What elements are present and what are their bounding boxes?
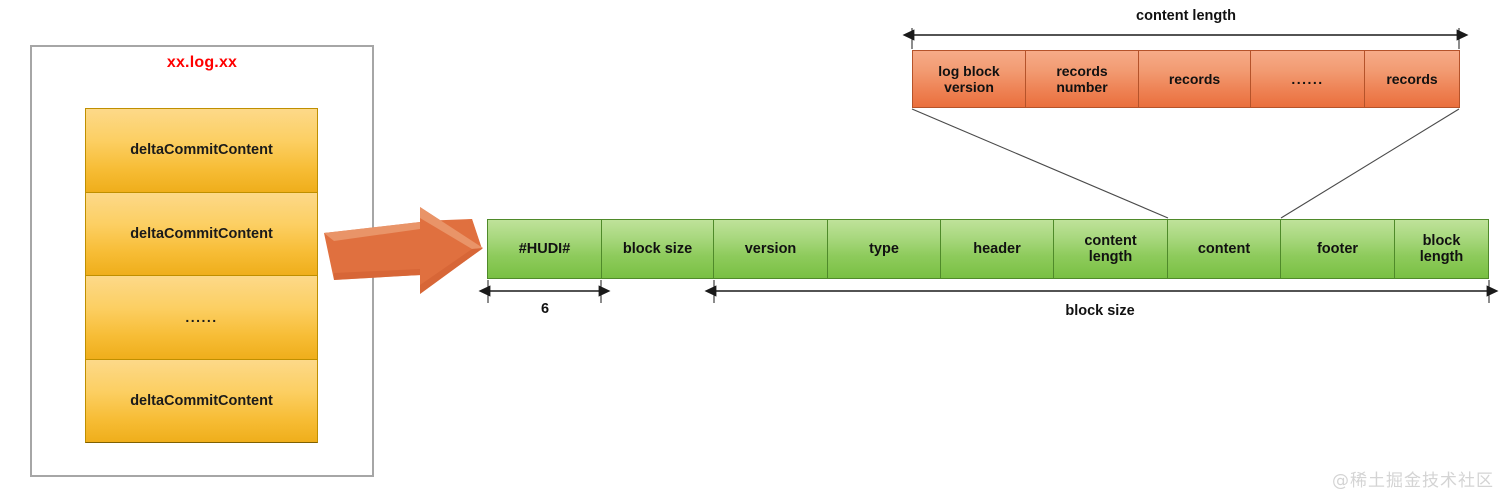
delta-commit-ellipsis: ...... (85, 275, 318, 360)
content-length-dimension-label: content length (1136, 8, 1236, 24)
log-file-title: xx.log.xx (166, 54, 238, 71)
content-cell-records: records (1138, 50, 1251, 108)
log-block-cell-hudi: #HUDI# (487, 219, 602, 279)
log-block-cell-type: type (827, 219, 941, 279)
log-block-cell-version: version (713, 219, 828, 279)
log-block-cell-header: header (940, 219, 1054, 279)
log-block-cell-block-size: block size (601, 219, 714, 279)
block-size-dimension-label: block size (1065, 303, 1135, 319)
delta-commit-block: deltaCommitContent (85, 358, 318, 443)
log-block-cell-footer: footer (1280, 219, 1395, 279)
delta-commit-block: deltaCommitContent (85, 191, 318, 276)
delta-commit-stack: deltaCommitContent deltaCommitContent ..… (85, 108, 318, 446)
watermark: @稀土掘金技术社区 (1332, 471, 1494, 491)
content-cell-ellipsis: ...... (1250, 50, 1365, 108)
content-cell-records-last: records (1364, 50, 1460, 108)
log-block-cell-content: content (1167, 219, 1281, 279)
delta-commit-block: deltaCommitContent (85, 108, 318, 193)
expand-arrow-icon (320, 205, 485, 300)
hudi-size-dimension-label: 6 (540, 301, 550, 317)
